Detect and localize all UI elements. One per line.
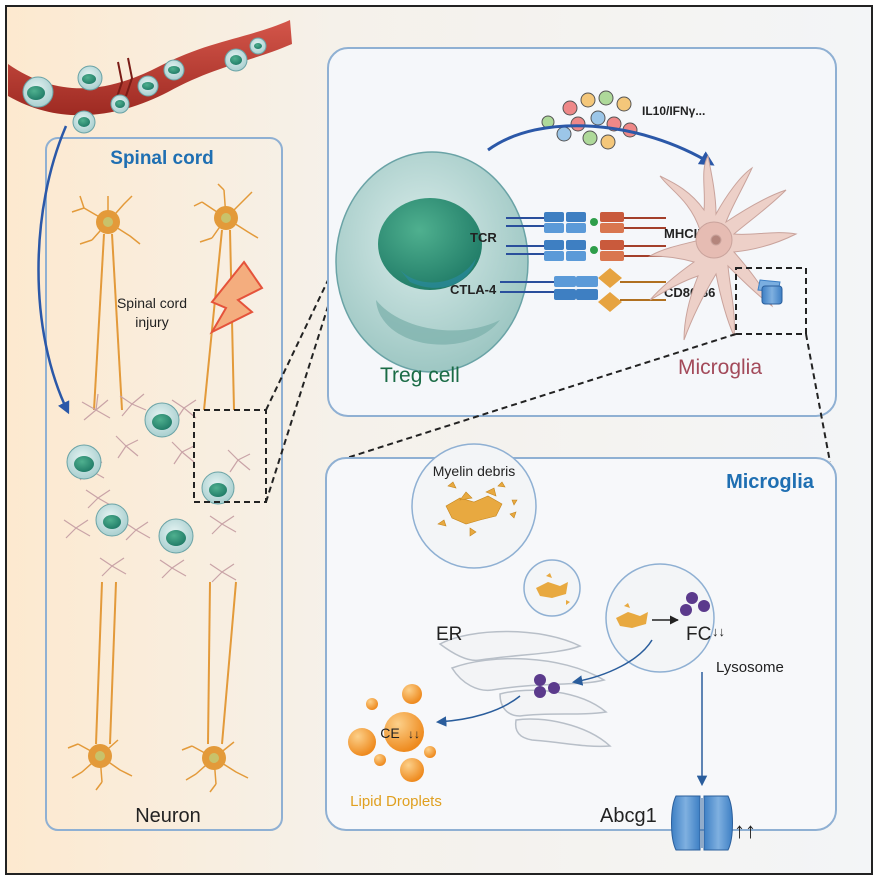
blood-vessel bbox=[8, 20, 292, 116]
abcg1-label: Abcg1 bbox=[600, 805, 657, 827]
zoom-line-upper bbox=[265, 275, 331, 411]
er-to-lipid-arrow bbox=[435, 695, 521, 727]
lesion-t-cells bbox=[66, 402, 235, 554]
lipid-droplets bbox=[348, 684, 436, 782]
injury-label-line1: Spinal cord bbox=[117, 295, 187, 311]
zoom-box-lesion bbox=[193, 409, 267, 503]
ctla4-label: CTLA-4 bbox=[450, 282, 497, 297]
zoom-line-lower bbox=[265, 299, 331, 503]
injury-label-line2: injury bbox=[135, 314, 168, 330]
lysosome-debris bbox=[616, 603, 648, 628]
neuron-body-bottom-right bbox=[202, 746, 226, 770]
ce-arrows: ↓↓ bbox=[408, 727, 420, 741]
cytokine-dots bbox=[541, 90, 638, 150]
lysosome-label: Lysosome bbox=[716, 659, 784, 676]
zoom-line-microglia-left bbox=[333, 333, 737, 463]
myelin-debris-particles bbox=[437, 481, 518, 537]
abcg1-transporter-icon bbox=[671, 795, 733, 851]
lysosome bbox=[605, 563, 715, 673]
er-label: ER bbox=[436, 624, 462, 645]
tcr-label: TCR bbox=[470, 230, 497, 245]
fc-label: FC bbox=[686, 624, 711, 645]
treg-cell bbox=[335, 151, 529, 373]
microglia-cell bbox=[648, 154, 798, 341]
cytokine-arrow bbox=[487, 124, 715, 166]
microglia-panel-title: Microglia bbox=[726, 471, 815, 493]
neuron-body-top-right bbox=[214, 206, 238, 230]
zoom-line-microglia-right bbox=[805, 333, 831, 463]
neuron-label: Neuron bbox=[135, 805, 201, 827]
tcr-receptors bbox=[506, 212, 586, 261]
lipid-droplets-label: Lipid Droplets bbox=[350, 793, 442, 810]
neuron-bottom-left bbox=[67, 581, 133, 791]
spinal-cord-title: Spinal cord bbox=[110, 148, 213, 169]
zoom-box-microglia bbox=[735, 267, 807, 335]
ctla4-receptors bbox=[500, 276, 598, 300]
fc-molecules bbox=[680, 592, 710, 616]
infiltration-arrow bbox=[37, 125, 70, 415]
neuron-body-top-left bbox=[96, 210, 120, 234]
myelin-debris-label: Myelin debris bbox=[433, 463, 515, 479]
treg-cell-label: Treg cell bbox=[380, 364, 460, 387]
ce-label: CE bbox=[380, 725, 399, 741]
neuron-bottom-right bbox=[181, 581, 249, 793]
treg-nucleus bbox=[378, 198, 482, 290]
injury-lightning-icon bbox=[209, 260, 264, 335]
fc-to-er-arrow bbox=[571, 639, 653, 686]
er-fc-molecules bbox=[534, 674, 560, 698]
endoplasmic-reticulum bbox=[438, 630, 612, 748]
mhcii-label: MHCII bbox=[664, 226, 701, 241]
cd80-86-receptors bbox=[598, 268, 666, 312]
abcg1-mini-icon bbox=[761, 285, 783, 305]
abcg1-arrows: ↑↑ bbox=[734, 818, 756, 843]
small-debris-particles bbox=[536, 573, 570, 605]
microglia-cell-label: Microglia bbox=[678, 356, 762, 379]
neuron-body-bottom-left bbox=[88, 744, 112, 768]
spinal-cord-panel bbox=[45, 137, 283, 831]
fc-arrows: ↓↓ bbox=[712, 624, 725, 639]
blood-t-cells bbox=[22, 37, 267, 134]
cytokine-label: IL10/IFNγ... bbox=[642, 104, 705, 118]
neuron-top-left bbox=[71, 195, 141, 411]
